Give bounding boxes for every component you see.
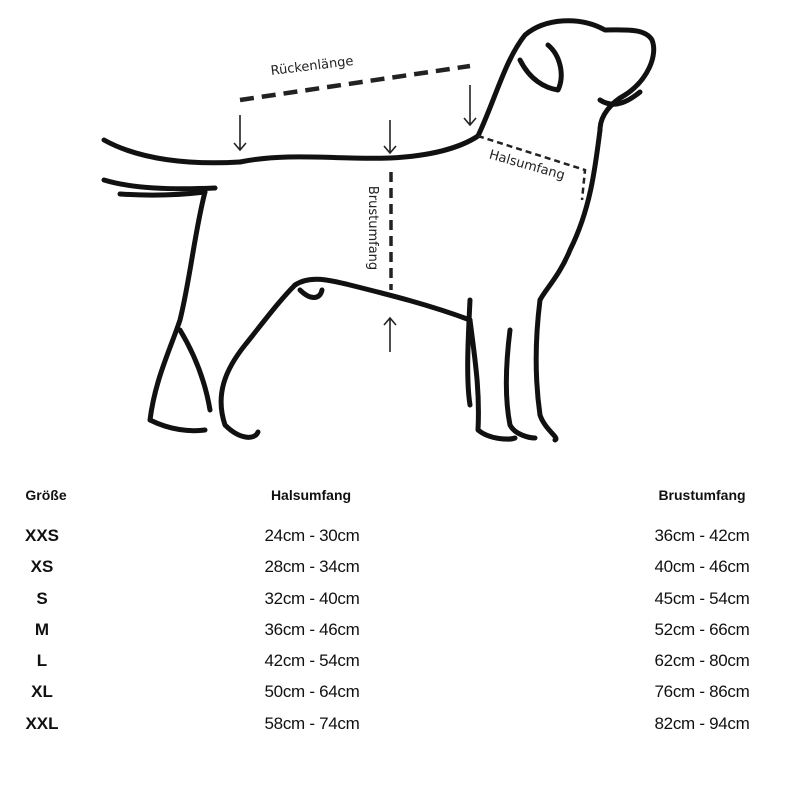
cell-size: L <box>36 651 48 670</box>
cell-chest: 76cm - 86cm <box>654 682 750 701</box>
header-chest: Brustumfang <box>658 487 746 503</box>
cell-size: M <box>34 620 50 639</box>
arrow-down-icon <box>463 85 477 127</box>
back-length-line <box>239 63 471 103</box>
cell-neck: 28cm - 34cm <box>264 557 360 576</box>
arrow-up-icon <box>383 316 397 352</box>
cell-chest: 36cm - 42cm <box>654 526 750 545</box>
cell-neck: 58cm - 74cm <box>264 714 360 733</box>
cell-neck: 50cm - 64cm <box>264 682 360 701</box>
cell-chest: 82cm - 94cm <box>654 714 750 733</box>
neck-line <box>477 134 587 201</box>
cell-size: XXS <box>24 526 60 545</box>
header-size: Größe <box>25 487 67 503</box>
chest-label: Brustumfang <box>365 186 380 270</box>
cell-size: XXL <box>25 714 59 733</box>
cell-size: XL <box>31 682 53 701</box>
cell-size: S <box>36 589 48 608</box>
cell-size: XS <box>30 557 54 576</box>
cell-neck: 24cm - 30cm <box>264 526 360 545</box>
back-length-label: Rückenlänge <box>270 54 354 79</box>
cell-neck: 42cm - 54cm <box>264 651 360 670</box>
cell-chest: 62cm - 80cm <box>654 651 750 670</box>
cell-neck: 32cm - 40cm <box>264 589 360 608</box>
cell-chest: 52cm - 66cm <box>654 620 750 639</box>
measurement-guides <box>233 63 587 352</box>
neck-label: Halsumfang <box>487 148 566 184</box>
cell-chest: 40cm - 46cm <box>654 557 750 576</box>
arrow-down-icon <box>383 120 397 155</box>
dog-outline <box>101 18 657 443</box>
header-neck: Halsumfang <box>270 487 352 503</box>
dog-measurement-diagram: Rückenlänge Halsumfang Brustumfang <box>101 18 657 443</box>
cell-chest: 45cm - 54cm <box>654 589 750 608</box>
arrow-down-icon <box>233 115 247 152</box>
cell-neck: 36cm - 46cm <box>264 620 360 639</box>
